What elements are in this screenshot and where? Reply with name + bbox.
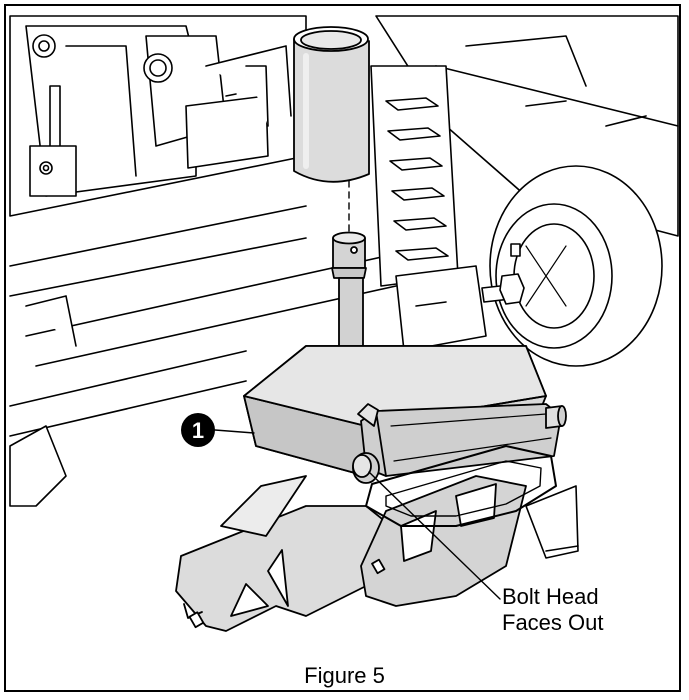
bolt-head-leader-line <box>368 471 501 600</box>
assembly-illustration: 1 <box>9 15 679 632</box>
sleeve-tube <box>293 26 370 183</box>
callout-1: 1 <box>181 413 255 447</box>
annotation-line-2: Faces Out <box>502 610 604 635</box>
figure-caption: Figure 5 <box>304 663 385 688</box>
machine-frame-background <box>9 15 679 559</box>
hitch-bracket-assembly <box>175 345 567 632</box>
bolt-head-annotation: Bolt Head Faces Out <box>502 584 603 636</box>
annotation-line-1: Bolt Head <box>502 584 599 609</box>
callout-1-number: 1 <box>192 418 204 443</box>
